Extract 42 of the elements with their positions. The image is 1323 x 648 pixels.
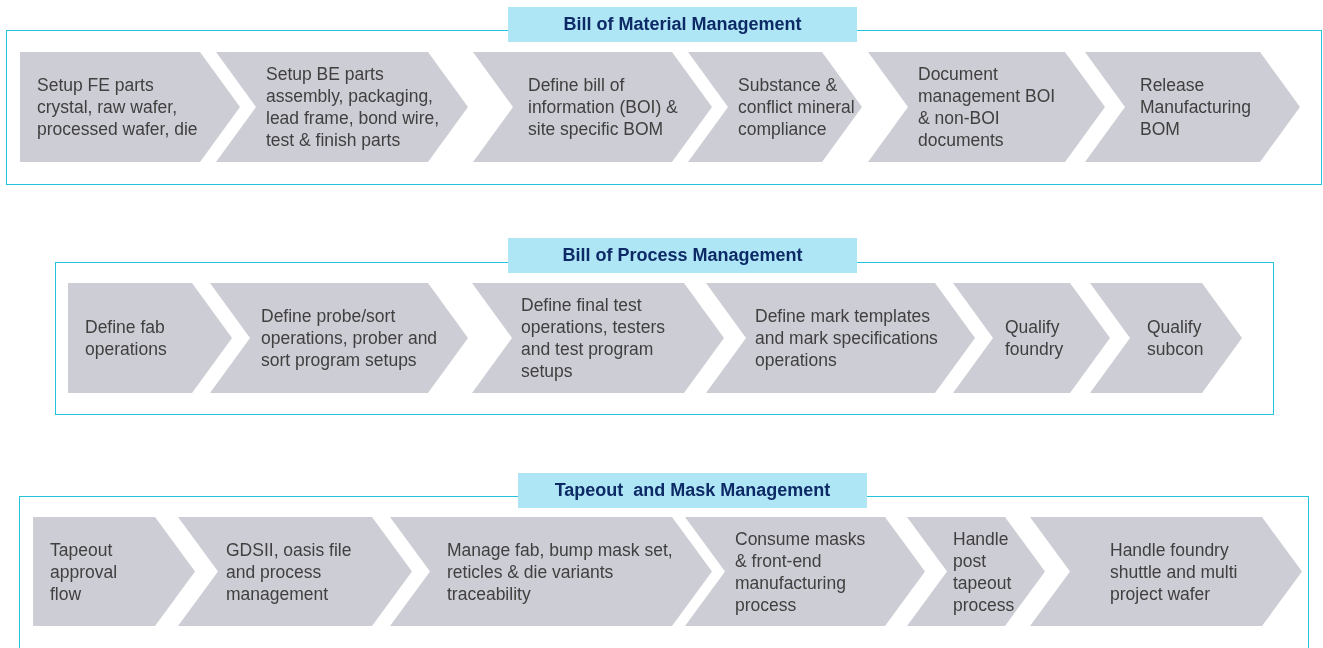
chevron-step bbox=[216, 52, 468, 162]
section-panel bbox=[55, 238, 1274, 415]
step-label: Handle post tapeout process bbox=[953, 527, 1016, 616]
step-label: Document management BOI & non-BOI documents bbox=[918, 63, 1057, 151]
chevron-step bbox=[706, 283, 975, 393]
chevron-step bbox=[688, 52, 862, 162]
chevron-step bbox=[472, 283, 724, 393]
step-label: Define final test operations, testers and test program setups bbox=[521, 294, 666, 382]
step-label: Define fab operations bbox=[85, 316, 168, 360]
step-label: Consume masks & front-end manufacturing process bbox=[735, 527, 867, 616]
step-label: Qualify foundry bbox=[1005, 316, 1065, 360]
chevron-step bbox=[685, 517, 925, 626]
section-title: Bill of Material Management bbox=[508, 7, 857, 42]
step-label: Setup FE parts crystal, raw wafer, processed wafer, die bbox=[37, 74, 199, 140]
step-label: Release Manufacturing BOM bbox=[1140, 74, 1252, 140]
section-title: Tapeout and Mask Management bbox=[518, 473, 867, 508]
chevron-step bbox=[1090, 283, 1242, 393]
chevron-step bbox=[1085, 52, 1300, 162]
step-label: Handle foundry shuttle and multi project wafer bbox=[1110, 538, 1239, 605]
chevron-step bbox=[390, 517, 712, 626]
chevron-step bbox=[33, 517, 195, 626]
chevron-step bbox=[20, 52, 240, 162]
chevron-step bbox=[868, 52, 1105, 162]
step-label: Define mark templates and mark specifications operations bbox=[755, 305, 939, 371]
chevron-step bbox=[210, 283, 468, 393]
chevron-step bbox=[178, 517, 412, 626]
chevron-step bbox=[907, 517, 1045, 626]
step-label: Setup BE parts assembly, packaging, lead frame, bond wire, test & finish parts bbox=[266, 63, 441, 151]
step-label: Tapeout approval flow bbox=[50, 538, 119, 605]
section-title: Bill of Process Management bbox=[508, 238, 857, 273]
step-label: Define probe/sort operations, prober and sort program setups bbox=[261, 305, 439, 371]
chevron-step bbox=[473, 52, 712, 162]
step-label: Substance & conflict mineral compliance bbox=[738, 74, 856, 140]
section-panel bbox=[6, 7, 1322, 185]
step-label: Qualify subcon bbox=[1147, 316, 1205, 360]
step-label: Manage fab, bump mask set, reticles & die variants traceability bbox=[447, 538, 674, 605]
step-label: GDSII, oasis file and process management bbox=[226, 538, 353, 605]
section-panel bbox=[19, 473, 1309, 648]
step-label: Define bill of information (BOI) & site specific BOM bbox=[528, 74, 678, 140]
chevron-step bbox=[953, 283, 1110, 393]
chevron-step bbox=[68, 283, 232, 393]
chevron-step bbox=[1030, 517, 1302, 626]
